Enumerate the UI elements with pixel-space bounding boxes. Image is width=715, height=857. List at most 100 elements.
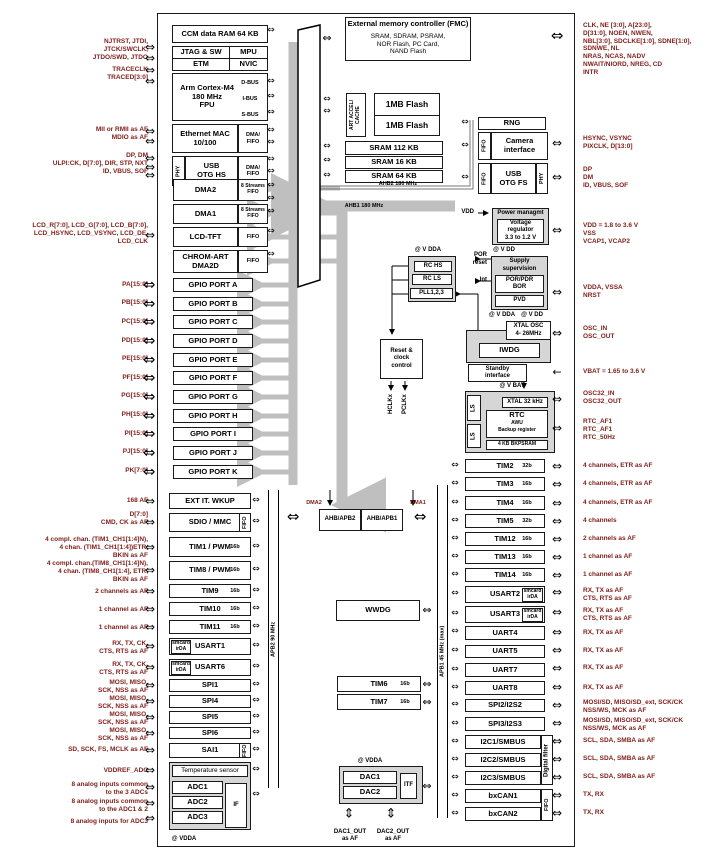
bus-arrow-icon: ⇔ — [267, 76, 275, 87]
bus-arrow-icon: ⇔ — [551, 568, 563, 582]
bus-arrow-icon: ⇔ — [252, 727, 260, 738]
bus-arrow-icon: ⇔ — [551, 170, 563, 184]
pin-label-left-30: VDDREF_ADC — [103, 767, 148, 774]
el-right_periph-7-sub: smcard irDA — [522, 587, 543, 602]
bus-arrow-icon: ⇔ — [142, 312, 156, 331]
el-bus-apb2_v: APB2 90 MHz — [268, 490, 279, 788]
pin-label-right-5: OSC_IN OSC_OUT — [583, 325, 615, 340]
bus-arrow-icon: ⇔ — [144, 678, 156, 692]
bus-arrow-icon: ⇔ — [451, 626, 459, 637]
bus-arrow-icon: ⇔ — [551, 477, 563, 491]
pin-label-right-0: CLK, NE [3:0], A[23:0], D[31:0], NOEN, N… — [583, 22, 692, 76]
el-right_periph-4-tag: 16b — [522, 535, 532, 542]
bus-arrow-icon: ⇔ — [142, 387, 156, 406]
pin-label-left-3: DP, DM ULPI:CK, D[7:0], DIR, STP, NXT ID… — [52, 152, 148, 175]
bus-arrow-icon: ⇔ — [551, 788, 563, 802]
gpio-port-e: GPIO PORT E — [173, 353, 253, 367]
bus-arrow-icon: ⇔ — [252, 764, 260, 775]
el-bus-ahb2: AHB2 180 MHz — [378, 180, 418, 187]
pin-label-right-18: RX, TX as AF — [583, 629, 624, 636]
bus-arrow-icon: ⇔ — [451, 682, 459, 693]
right-periph-15: I2C1/SMBUS — [465, 735, 541, 749]
el-mem-flash1: 1MB Flash — [374, 93, 440, 116]
bus-arrow-icon: ⇔ — [267, 107, 275, 118]
el-core-eth_fifo: DMA/ FIFO — [238, 124, 268, 153]
bus-arrow-icon: ⇔ — [551, 734, 563, 748]
left-periph-3: TIM8 / PWM — [169, 561, 251, 580]
el-rt-at_vdd2: @ V DD — [521, 312, 543, 319]
bus-arrow-icon: ⇔ — [323, 155, 331, 166]
el-core-dbus: D-BUS — [241, 79, 259, 86]
bus-arrow-icon: ⇔ — [451, 478, 459, 489]
bus-arrow-icon: ⇔ — [144, 168, 156, 182]
chip-outline — [157, 13, 575, 847]
pin-label-left-15: PK[7:0] — [125, 467, 148, 474]
bus-arrow-icon: ⇔ — [142, 275, 156, 294]
left-periph-12: SPI6 — [169, 727, 251, 739]
bus-arrow-icon: ⇔ — [551, 136, 563, 150]
right-periph-16: I2C2/SMBUS — [465, 753, 541, 767]
bus-arrow-icon: ⇔ — [144, 584, 156, 598]
bus-arrow-icon: ⇔ — [252, 541, 260, 552]
left-periph-0: EXT IT. WKUP — [169, 493, 251, 509]
bus-arrow-icon: ⇔ — [551, 625, 563, 639]
el-rt-at_vbat: @ V BAT — [499, 383, 525, 390]
bus-arrow-icon: ⇔ — [142, 424, 156, 443]
el-core-streams2: 8 Streams FIFO — [238, 179, 268, 201]
el-right_periph-6-tag: 16b — [522, 571, 532, 578]
bus-arrow-icon: ⇔ — [144, 228, 156, 242]
bus-arrow-icon: ⇔ — [144, 63, 156, 77]
pin-label-left-20: 2 channels as AF — [95, 588, 148, 595]
el-core-ccm: CCM data RAM 64 KB — [172, 25, 268, 43]
el-adc-at_vdda: @ VDDA — [171, 835, 197, 842]
bus-arrow-icon: ⇔ — [551, 752, 563, 766]
bus-arrow-icon: ⇕ — [343, 806, 355, 822]
bus-arrow-icon: ⇔ — [551, 223, 563, 237]
pin-label-left-27: MOSI, MISO, SCK, NSS as AF — [98, 711, 148, 726]
bus-arrow-icon: ⇔ — [551, 643, 563, 657]
pin-label-left-24: RX, TX, CK, CTS, RTS as AF — [99, 661, 148, 676]
bus-arrow-icon: ⇔ — [252, 516, 260, 527]
pin-label-right-21: RX, TX as AF — [583, 684, 624, 691]
pin-label-left-33: 8 analog inputs for ADC3 — [70, 818, 148, 825]
el-rt-power_hdr: Power managmt — [497, 210, 544, 217]
right-periph-6: TIM14 — [465, 568, 545, 582]
pin-label-right-16: RX, TX as AF CTS, RTS as AF — [583, 587, 632, 602]
el-rt-backup: Backup register — [498, 427, 536, 434]
pin-label-left-11: PG[15:0] — [121, 392, 148, 399]
bus-arrow-icon: ⇔ — [451, 718, 459, 729]
pin-label-right-11: 4 channels, ETR as AF — [583, 499, 653, 506]
pin-label-left-26: MOSI, MISO, SCK, NSS as AF — [98, 695, 148, 710]
bus-arrow-icon: ⇔ — [551, 585, 563, 599]
bus-arrow-icon: ⇔ — [551, 806, 563, 820]
el-adc-temp: Temperature sensor — [172, 765, 248, 777]
right-periph-18: bxCAN1 — [465, 789, 541, 803]
pin-label-left-32: 8 analog inputs common to the ADC1 & 2 — [71, 798, 148, 813]
bus-arrow-icon: ⇔ — [144, 51, 156, 65]
pin-label-right-13: 2 channels as AF — [583, 535, 636, 542]
bus-arrow-icon: ⇔ — [252, 695, 260, 706]
el-left_periph-2-tag: 16b — [230, 543, 240, 550]
bus-arrow-icon: ⇔ — [323, 94, 331, 105]
bus-arrow-icon: ⇔ — [451, 754, 459, 765]
bus-arrow-icon: ⇔ — [142, 350, 156, 369]
bus-arrow-icon: ⇔ — [252, 661, 260, 672]
bus-arrow-icon: ⇔ — [422, 677, 432, 691]
pin-label-left-28: MOSI, MISO, SCK, NSS as AF — [98, 727, 148, 742]
bus-arrow-icon: ⇔ — [551, 550, 563, 564]
pin-label-right-3: VDD = 1.8 to 3.6 V VSS VCAP1, VCAP2 — [583, 222, 639, 245]
gpio-port-b: GPIO PORT B — [173, 297, 253, 311]
el-rt-rcc: Reset & clock control — [380, 339, 423, 379]
el-right_periph-2-tag: 16b — [522, 499, 532, 506]
pin-label-right-19: RX, TX as AF — [583, 647, 624, 654]
bus-arrow-icon: ⇔ — [461, 140, 469, 151]
bus-arrow-icon: ⇔ — [252, 621, 260, 632]
el-left_periph-13-fifo: FIFO — [239, 743, 251, 758]
right-periph-17: I2C3/SMBUS — [465, 771, 541, 785]
pin-label-left-13: PI[15:0] — [124, 430, 148, 437]
el-rt-usb_fs: USB OTG FS — [491, 163, 536, 194]
bus-arrow-icon: ⇔ — [267, 249, 275, 260]
pin-label-right-24: SCL, SDA, SMBA as AF — [583, 737, 656, 744]
el-br-dma2: DMA2 — [306, 500, 322, 507]
pin-label-right-6: VBAT = 1.65 to 3.6 V — [583, 368, 646, 375]
